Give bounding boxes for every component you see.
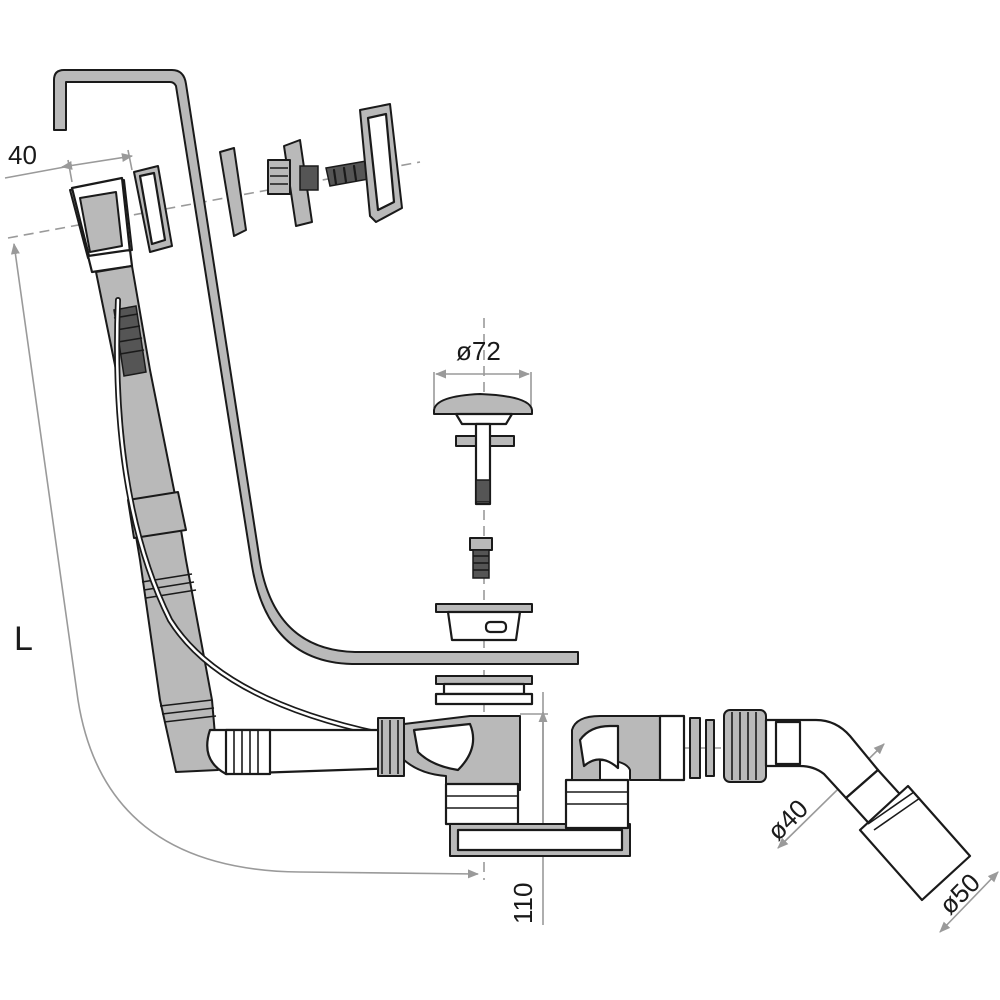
dimension-40: 40 [4,140,134,183]
overflow-gasket [133,165,173,253]
dimension-72-label: ø72 [456,336,501,366]
plug-cap [433,393,533,426]
bath-tub-section [53,69,579,665]
connection-pipe [206,728,402,776]
plug-stem [455,422,515,506]
dimension-l: L [10,242,480,879]
overflow-handle [359,103,403,223]
overflow-head [69,176,134,274]
dimension-l-label: L [14,620,33,658]
trap-riser [564,715,661,830]
dimension-40-pipe-label: ø40 [761,793,814,846]
dimension-110-label: 110 [508,883,538,924]
bowden-cable [114,297,383,737]
outlet-pipe [844,768,972,902]
waste-flange [434,675,534,706]
outlet-coupling [658,714,715,782]
outlet-nut [723,709,767,783]
overflow-seal-ring [219,147,247,237]
plug-spring [469,537,493,579]
trap-u-bend [449,823,631,857]
dimension-72: ø72 [433,336,532,408]
plug-basket [435,603,533,642]
overflow-flange [267,139,319,227]
dimension-40-label: 40 [8,140,37,170]
waste-body [377,715,521,826]
